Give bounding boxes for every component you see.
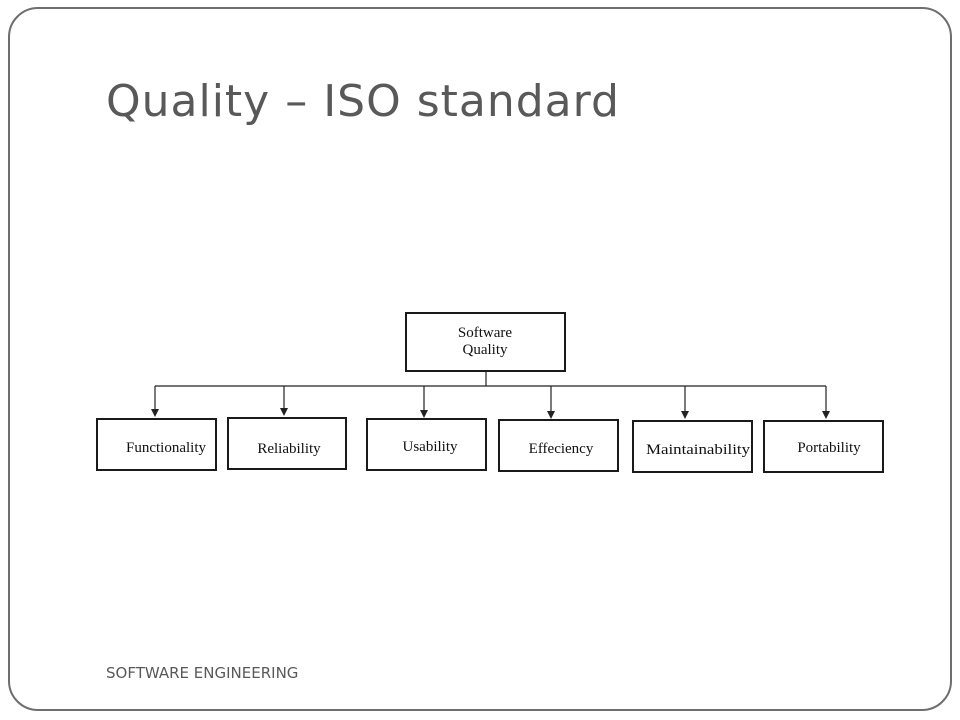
node-effeciency-box [498,419,619,472]
arrow-maintainability [681,411,689,419]
node-functionality-label: Functionality [126,440,206,456]
node-reliability-label: Reliability [257,441,321,457]
node-functionality-box [96,418,217,471]
node-portability-box [763,420,884,473]
node-software-quality-line1: Software [458,325,512,341]
footer-text: SOFTWARE ENGINEERING [106,664,299,682]
node-reliability-box [227,417,347,470]
node-usability-box [366,418,487,471]
node-software-quality-box [405,312,566,372]
connectors [151,371,830,419]
node-software-quality-line2: Quality [463,342,508,358]
node-usability: Usability [366,418,487,471]
node-usability-label: Usability [403,439,458,455]
node-functionality: Functionality [96,418,217,471]
node-maintainability-box [632,420,753,473]
node-maintainability: Maintainability [632,420,753,473]
arrow-reliability [280,408,288,416]
node-maintainability-label: Maintainability [646,442,751,458]
arrow-usability [420,410,428,418]
node-effeciency-label: Effeciency [529,441,594,457]
node-effeciency: Effeciency [498,419,619,472]
arrow-portability [822,411,830,419]
slide-title: Quality – ISO standard [106,76,620,127]
arrow-functionality [151,409,159,417]
node-software-quality: Software Quality [405,312,566,372]
node-portability-label: Portability [797,440,861,456]
arrow-effeciency [547,411,555,419]
node-portability: Portability [763,420,884,473]
node-reliability: Reliability [227,417,347,470]
